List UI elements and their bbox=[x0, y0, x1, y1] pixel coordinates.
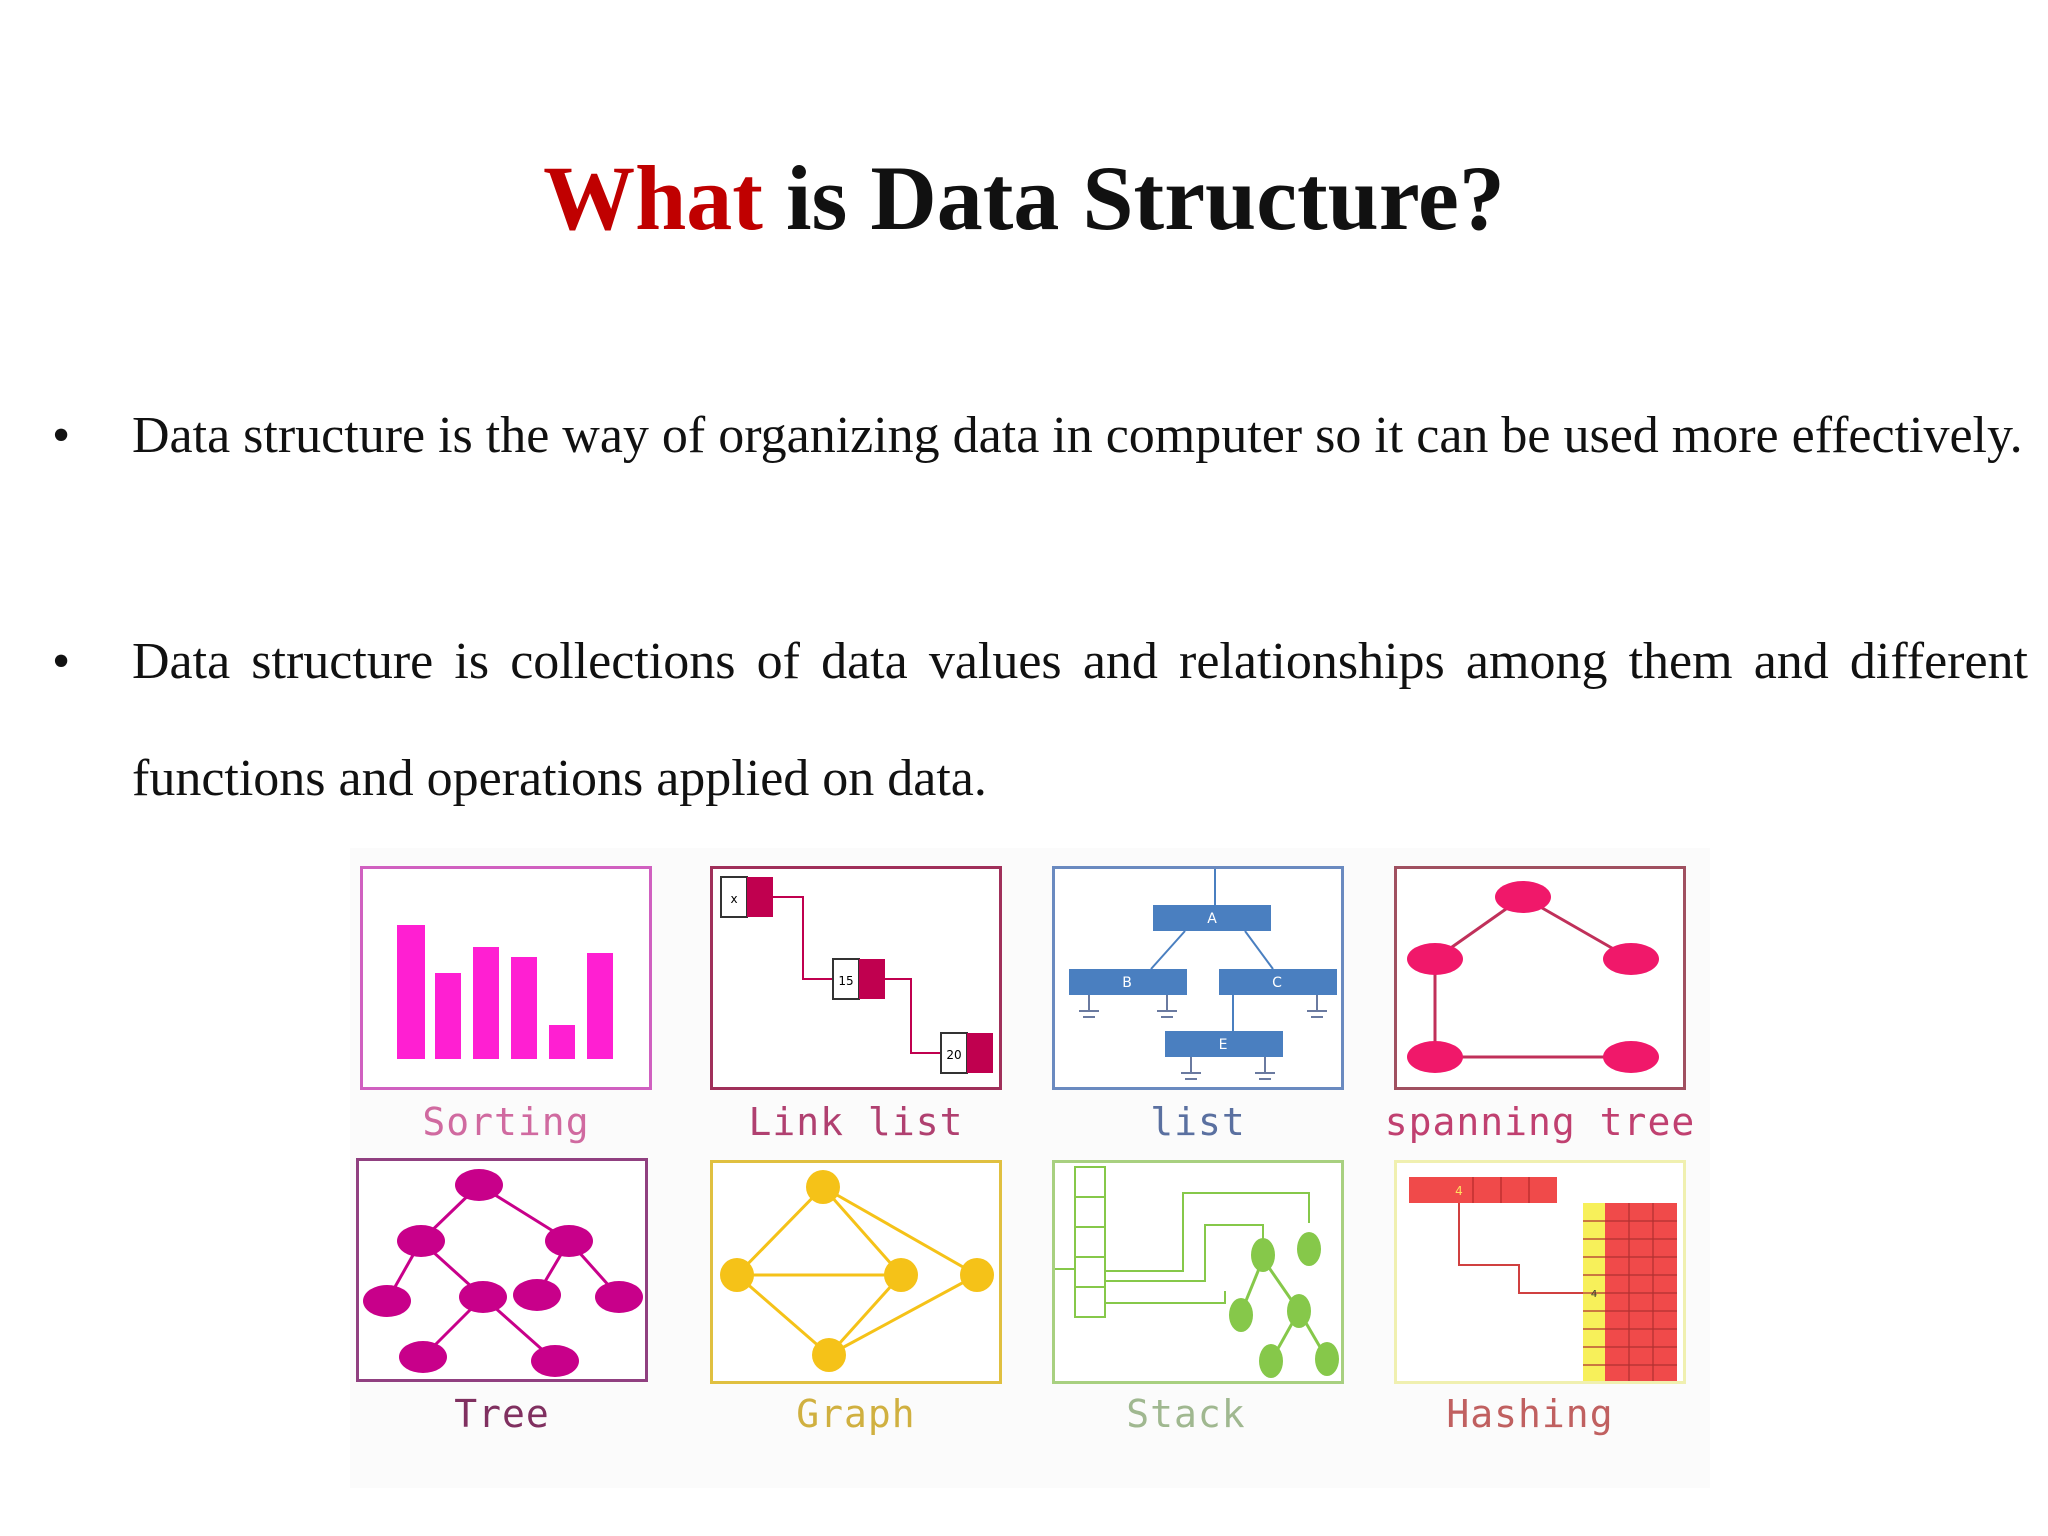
node-label: B bbox=[1122, 975, 1132, 991]
bullet-marker: • bbox=[52, 633, 71, 690]
bullet-text-1: Data structure is the way of organizing … bbox=[132, 407, 2023, 464]
node-value: 15 bbox=[838, 974, 853, 988]
sorting-panel bbox=[360, 866, 652, 1090]
list-tree-icon: A B C E bbox=[1069, 869, 1337, 1080]
caption-sorting: Sorting bbox=[422, 1100, 590, 1144]
node-value: 20 bbox=[946, 1048, 961, 1062]
title-rest: is Data Structure? bbox=[762, 147, 1505, 249]
data-structures-figure: Sorting x 15 20 Link list A B C bbox=[350, 848, 1710, 1488]
bullet-marker: • bbox=[52, 407, 71, 464]
spanning-tree-icon bbox=[1407, 881, 1659, 1073]
stack-icon bbox=[1055, 1166, 1339, 1378]
sorting-bars-icon bbox=[397, 925, 613, 1059]
node-label: C bbox=[1272, 975, 1282, 991]
link-list-panel: x 15 20 bbox=[710, 866, 1002, 1090]
hashing-icon: 4 4 bbox=[1409, 1177, 1677, 1381]
graph-panel bbox=[710, 1160, 1002, 1384]
hash-key: 4 bbox=[1455, 1184, 1463, 1198]
hash-slot-value: 4 bbox=[1591, 1289, 1597, 1300]
bullet-item-1: • Data structure is the way of organizin… bbox=[0, 385, 2048, 487]
page-title: What is Data Structure? bbox=[0, 138, 2048, 258]
caption-hashing: Hashing bbox=[1446, 1392, 1614, 1436]
tree-icon bbox=[363, 1169, 643, 1377]
linked-list-icon: x 15 20 bbox=[720, 876, 993, 1074]
bullet-text-2: Data structure is collections of data va… bbox=[132, 633, 2028, 807]
bullet-item-2: • Data structure is collections of data … bbox=[0, 603, 2048, 837]
spanning-tree-panel bbox=[1394, 866, 1686, 1090]
hashing-panel: 4 4 bbox=[1394, 1160, 1686, 1384]
graph-icon bbox=[720, 1170, 994, 1372]
caption-link-list: Link list bbox=[748, 1100, 964, 1144]
node-value: x bbox=[730, 892, 737, 906]
caption-tree: Tree bbox=[454, 1392, 550, 1436]
list-panel: A B C E bbox=[1052, 866, 1344, 1090]
tree-panel bbox=[356, 1158, 648, 1382]
caption-graph: Graph bbox=[796, 1392, 916, 1436]
node-label: A bbox=[1207, 911, 1217, 927]
caption-spanning-tree: spanning tree bbox=[1384, 1100, 1696, 1144]
stack-panel bbox=[1052, 1160, 1344, 1384]
node-label: E bbox=[1219, 1037, 1228, 1053]
caption-stack: Stack bbox=[1126, 1392, 1246, 1436]
title-accent-word: What bbox=[543, 147, 763, 249]
caption-list: list bbox=[1150, 1100, 1246, 1144]
